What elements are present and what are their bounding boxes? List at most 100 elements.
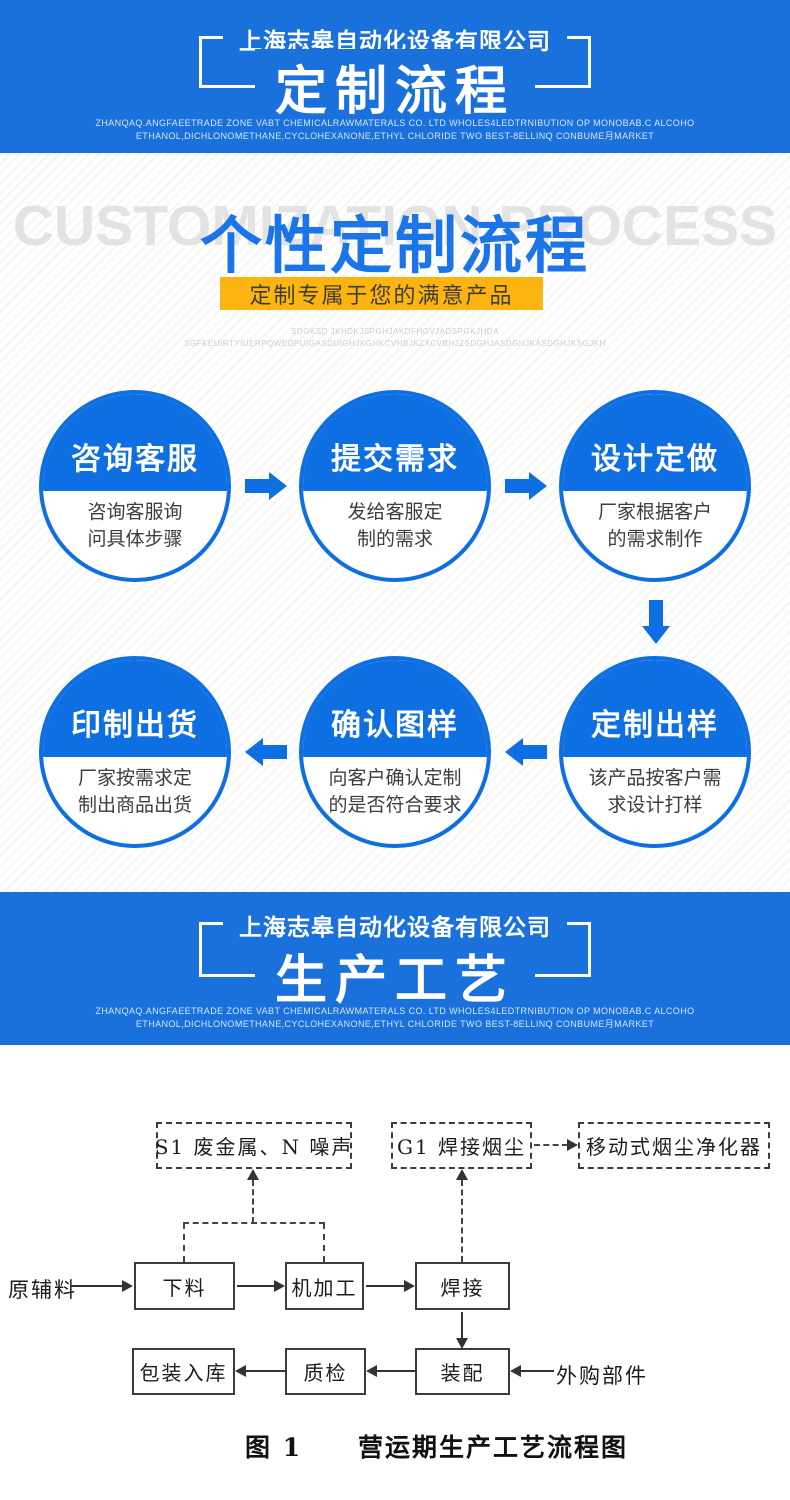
step-desc: 厂家根据客户 的需求制作 [563, 499, 747, 553]
flow-dashed-line [183, 1222, 325, 1224]
flow-node-purifier: 移动式烟尘净化器 [578, 1122, 770, 1169]
company-name: 上海志皋自动化设备有限公司 [223, 908, 567, 942]
figure-caption-title: 营运期生产工艺流程图 [358, 1433, 629, 1462]
fineprint: SDGKSD JKHDKJSPGHJAKDFHGVJADSPGKJHDA SGF… [0, 326, 790, 350]
step-circle-consult: 咨询客服 咨询客服询 问具体步骤 [39, 390, 231, 582]
banner-title: 生产工艺 [254, 938, 536, 1013]
arrow-right-icon [404, 1280, 415, 1292]
arrow-right-icon [245, 479, 269, 493]
arrow-right-icon [122, 1280, 133, 1292]
flow-node-assembly: 装配 [415, 1348, 510, 1395]
step-circle-sample: 定制出样 该产品按客户需 求设计打样 [559, 656, 751, 848]
banner-subtext: ZHANQAQ.ANGFAEETRADE ZONE VABT CHEMICALR… [0, 117, 790, 143]
step-desc: 向客户确认定制 的是否符合要求 [303, 765, 487, 819]
flow-node-welding: 焊接 [415, 1262, 510, 1310]
flow-arrow-line [245, 1370, 285, 1372]
step-circle-cap: 确认图样 [303, 660, 487, 757]
flow-node-fume: G1 焊接烟尘 [391, 1122, 532, 1169]
flow-arrow-line [70, 1285, 123, 1287]
arrow-up-icon [247, 1169, 259, 1180]
step-desc-line2: 制的需求 [356, 529, 433, 550]
arrow-left-icon [523, 745, 547, 759]
flow-label-raw-material: 原辅料 [8, 1278, 77, 1302]
banner-frame: 上海志皋自动化设备有限公司 生产工艺 [199, 908, 591, 1013]
step-desc-line1: 该产品按客户需 [588, 768, 722, 789]
arrow-left-icon [263, 745, 287, 759]
flow-node-packing: 包装入库 [132, 1348, 235, 1395]
arrow-right-icon [505, 479, 529, 493]
step-desc-line2: 制出商品出货 [77, 795, 192, 816]
flow-dashed-line [323, 1223, 325, 1262]
step-title: 定制出样 [591, 709, 719, 742]
banner-frame: 上海志皋自动化设备有限公司 定制流程 [199, 22, 591, 124]
flow-node-cutting: 下料 [134, 1262, 235, 1310]
banner-subtext-line1: ZHANQAQ.ANGFAEETRADE ZONE VABT CHEMICALR… [95, 1006, 695, 1016]
customization-section: CUSTOMIZATION PROCESS 个性定制流程 定制专属于您的满意产品… [0, 153, 790, 892]
step-desc: 发给客服定 制的需求 [303, 499, 487, 553]
step-title: 确认图样 [331, 709, 459, 742]
step-circle-cap: 定制出样 [563, 660, 747, 757]
arrow-right-icon [269, 472, 287, 500]
section-title: 个性定制流程 [199, 212, 590, 281]
step-circle-submit: 提交需求 发给客服定 制的需求 [299, 390, 491, 582]
step-title: 提交需求 [331, 443, 459, 476]
banner-subtext-line2: ETHANOL,DICHLONOMETHANE,CYCLOHEXANONE,ET… [135, 1019, 655, 1029]
step-desc: 厂家按需求定 制出商品出货 [43, 765, 227, 819]
arrow-down-icon [642, 626, 670, 644]
step-circle-cap: 设计定做 [563, 394, 747, 491]
flow-dashed-line [534, 1144, 568, 1146]
arrow-left-icon [505, 738, 523, 766]
arrow-left-icon [510, 1365, 521, 1377]
flow-node-inspection: 质检 [285, 1348, 366, 1395]
step-title: 设计定做 [591, 443, 719, 476]
arrow-left-icon [366, 1365, 377, 1377]
step-desc-line2: 的是否符合要求 [328, 795, 462, 816]
flow-arrow-line [237, 1285, 275, 1287]
step-title: 印制出货 [71, 709, 199, 742]
flow-dashed-line [461, 1180, 463, 1262]
arrow-down-icon [456, 1338, 468, 1349]
arrow-left-icon [245, 738, 263, 766]
flow-label-purchased-parts: 外购部件 [556, 1364, 648, 1388]
flow-dashed-line [252, 1180, 254, 1223]
banner-subtext-line1: ZHANQAQ.ANGFAEETRADE ZONE VABT CHEMICALR… [95, 118, 695, 128]
arrow-right-icon [529, 472, 547, 500]
step-desc-line1: 厂家根据客户 [597, 502, 712, 523]
step-desc-line2: 的需求制作 [607, 529, 703, 550]
banner-title: 定制流程 [254, 49, 536, 124]
tagline-banner: 定制专属于您的满意产品 [220, 277, 543, 310]
banner-subtext: ZHANQAQ.ANGFAEETRADE ZONE VABT CHEMICALR… [0, 1005, 790, 1031]
arrow-up-icon [456, 1169, 468, 1180]
step-desc-line2: 问具体步骤 [87, 529, 183, 550]
step-desc-line1: 向客户确认定制 [328, 768, 462, 789]
flow-node-waste: S1 废金属、N 噪声 [155, 1122, 352, 1169]
banner-subtext-line2: ETHANOL,DICHLONOMETHANE,CYCLOHEXANONE,ET… [135, 131, 655, 141]
watermark-text: CUSTOMIZATION PROCESS [12, 194, 778, 258]
fineprint-line1: SDGKSD JKHDKJSPGHJAKDFHGVJADSPGKJHDA [291, 327, 499, 336]
step-desc-line1: 咨询客服询 [87, 502, 183, 523]
arrow-right-icon [274, 1280, 285, 1292]
step-desc: 咨询客服询 问具体步骤 [43, 499, 227, 553]
production-flowchart: S1 废金属、N 噪声 G1 焊接烟尘 移动式烟尘净化器 下料 机加工 焊接 包… [0, 1045, 790, 1500]
step-circle-ship: 印制出货 厂家按需求定 制出商品出货 [39, 656, 231, 848]
figure-caption-label: 图 1 [245, 1433, 303, 1462]
step-title: 咨询客服 [71, 443, 199, 476]
production-banner: 上海志皋自动化设备有限公司 生产工艺 ZHANQAQ.ANGFAEETRADE … [0, 892, 790, 1045]
flow-dashed-line [183, 1223, 185, 1262]
fineprint-line2: SGFKEUIRTYIUERPQWEDPUIGASDUIGHJKGHKCVHBJ… [184, 339, 606, 348]
step-circle-cap: 提交需求 [303, 394, 487, 491]
step-desc-line2: 求设计打样 [607, 795, 703, 816]
step-desc: 该产品按客户需 求设计打样 [563, 765, 747, 819]
step-circle-design: 设计定做 厂家根据客户 的需求制作 [559, 390, 751, 582]
step-circle-confirm: 确认图样 向客户确认定制 的是否符合要求 [299, 656, 491, 848]
flow-arrow-line [376, 1370, 415, 1372]
flow-arrow-line [366, 1285, 405, 1287]
step-circle-cap: 印制出货 [43, 660, 227, 757]
flow-node-machining: 机加工 [285, 1262, 364, 1310]
step-circle-cap: 咨询客服 [43, 394, 227, 491]
arrow-down-icon [649, 600, 663, 626]
customization-banner: 上海志皋自动化设备有限公司 定制流程 ZHANQAQ.ANGFAEETRADE … [0, 0, 790, 153]
step-desc-line1: 发给客服定 [347, 502, 443, 523]
flow-arrow-line [461, 1312, 463, 1339]
